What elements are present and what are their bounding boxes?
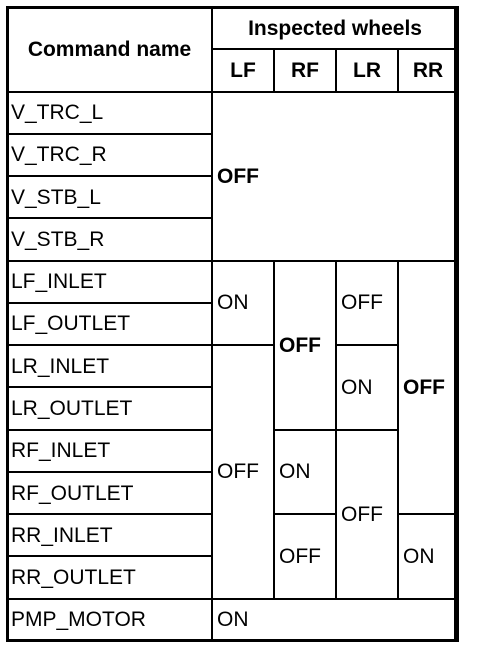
value-cell: ON [210, 597, 460, 643]
wheel-header-rr: RR [396, 48, 460, 93]
command-cell: V_STB_L [6, 175, 213, 220]
command-cell: LR_OUTLET [6, 386, 213, 431]
table-row: V_STB_L [6, 175, 458, 220]
table-row: LF_OUTLET [6, 301, 458, 347]
command-cell: LF_OUTLET [6, 301, 213, 347]
value-cell: OFF [210, 90, 460, 262]
command-cell: LR_INLET [6, 344, 213, 389]
table-row: RF_INLET ON OFF [6, 428, 458, 600]
value-cell: OFF [273, 513, 337, 600]
value-cell: ON [335, 344, 399, 431]
table-row: V_TRC_R [6, 132, 458, 178]
value-cell: ON [396, 513, 460, 600]
table-row: RR_OUTLET [6, 555, 458, 600]
table-row: LR_OUTLET [6, 386, 458, 431]
command-name-header: Command name [6, 6, 213, 93]
command-cell: V_STB_R [6, 217, 213, 262]
value-cell: OFF [211, 344, 275, 600]
table-row: LF_INLET ON OFF OFF OFF [6, 259, 460, 516]
value-cell: ON [211, 259, 275, 347]
table-row: V_TRC_L OFF [6, 90, 460, 262]
command-cell: V_TRC_L [6, 90, 213, 135]
value-cell: OFF [335, 259, 399, 347]
value-cell: ON [273, 428, 337, 516]
table-row: V_STB_R [6, 217, 458, 262]
wheel-header-rf: RF [273, 48, 337, 93]
value-cell: OFF [396, 259, 460, 516]
table-row: RF_OUTLET [6, 470, 458, 516]
value-cell: OFF [335, 428, 399, 600]
command-cell: PMP_MOTOR [6, 597, 213, 643]
wheel-header-lf: LF [211, 48, 275, 93]
command-cell: RR_INLET [6, 513, 213, 558]
wheel-header-lr: LR [335, 48, 399, 93]
command-cell: RR_OUTLET [6, 555, 213, 600]
command-cell: LF_INLET [6, 259, 213, 304]
inspection-table: Command name Inspected wheels LF RF LR R… [6, 5, 460, 643]
inspected-wheels-header: Inspected wheels [210, 5, 460, 51]
command-cell: RF_OUTLET [6, 470, 213, 516]
command-cell: RF_INLET [6, 428, 213, 473]
command-cell: V_TRC_R [6, 132, 213, 178]
table-row: PMP_MOTOR ON [6, 597, 460, 643]
header-row-2: LF RF LR RR [7, 48, 460, 93]
table-row: LR_INLET OFF ON [6, 344, 458, 600]
header-row-1: Command name Inspected wheels [6, 5, 460, 93]
value-cell: OFF [273, 259, 337, 431]
table-row: RR_INLET OFF ON [6, 513, 460, 600]
